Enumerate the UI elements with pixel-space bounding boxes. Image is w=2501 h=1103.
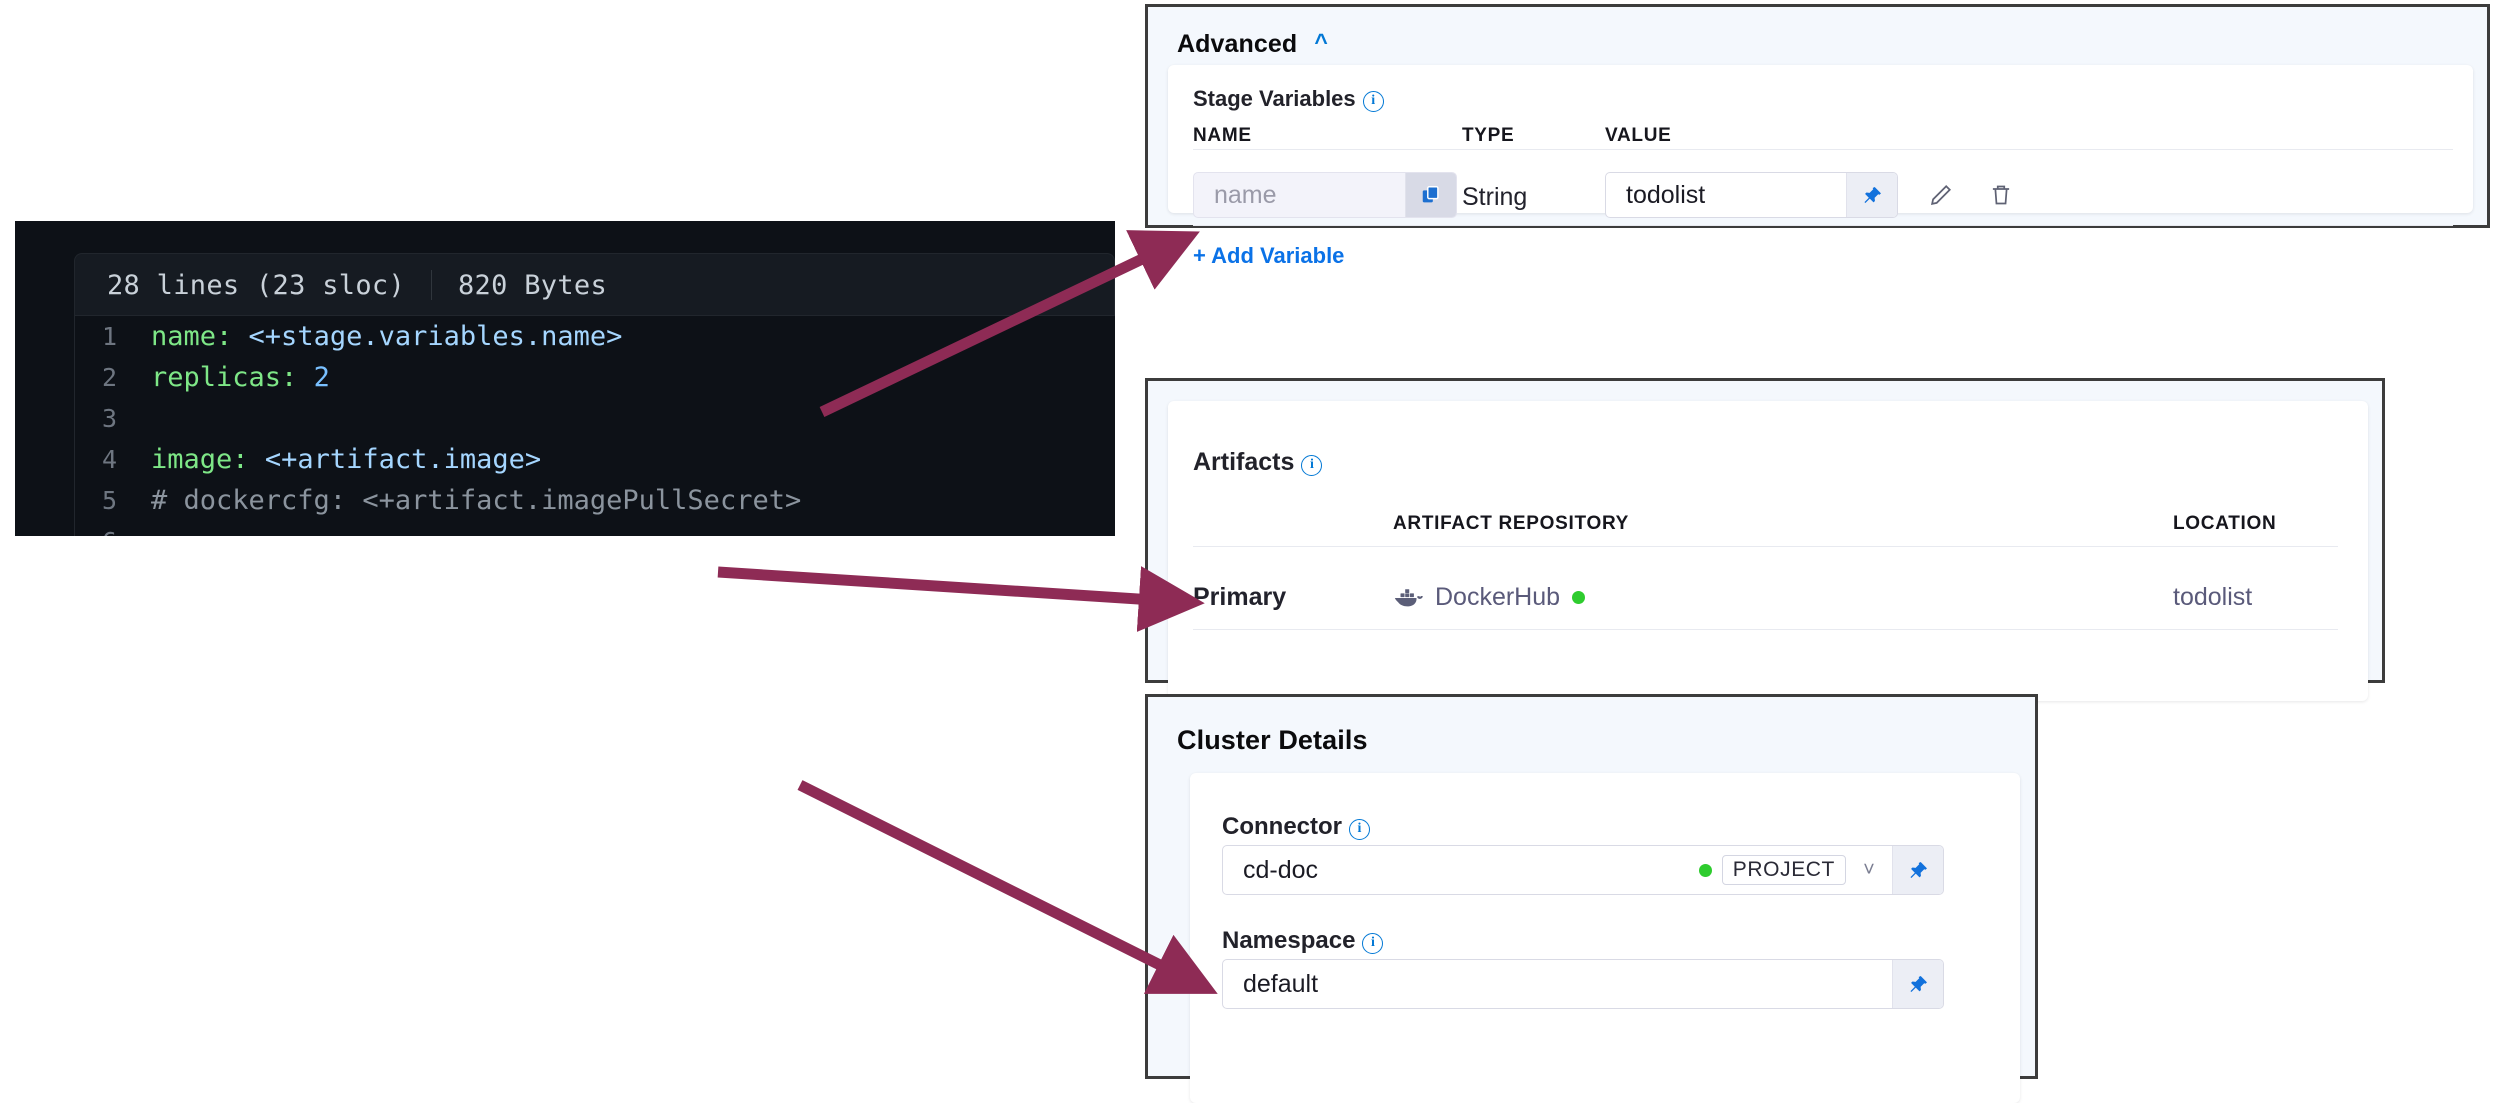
code-line-text: name: <+stage.variables.name> <box>151 321 623 352</box>
info-icon[interactable]: i <box>1362 933 1384 954</box>
code-line-number: 3 <box>101 404 117 433</box>
code-lines: 1 name: <+stage.variables.name> 2 replicas:… <box>74 315 1115 536</box>
code-line-number: 2 <box>101 363 117 392</box>
code-line-number: 6 <box>75 521 151 536</box>
code-line: 5 # dockercfg: <+artifact.imagePullSecret… <box>75 480 1115 521</box>
code-line-text: # dockercfg: <+artifact.imagePullSecret> <box>151 485 802 516</box>
artifact-repository-name: DockerHub <box>1435 583 1561 611</box>
arrow-namespace-to-cluster-namespace <box>797 780 1218 994</box>
column-header-artifact-repository: ARTIFACT REPOSITORY <box>1393 513 1630 534</box>
status-dot <box>1572 591 1586 604</box>
add-variable-link[interactable]: + Add Variable <box>1193 243 1345 268</box>
code-line-number: 1 <box>101 322 117 351</box>
cluster-details-title: Cluster Details <box>1177 725 1368 755</box>
delete-icon[interactable] <box>1978 172 2024 218</box>
code-line-text: replicas: 2 <box>151 362 330 393</box>
chevron-down-icon[interactable]: ˅ <box>1863 858 1875 881</box>
chevron-up-icon[interactable]: ^ <box>1314 29 1328 55</box>
meta-divider <box>431 270 432 300</box>
stage-variable-value-text: todolist <box>1626 180 1706 209</box>
pin-icon[interactable] <box>1892 846 1943 894</box>
artifact-location: todolist <box>2173 583 2253 611</box>
info-icon[interactable]: i <box>1362 91 1384 112</box>
arrow-image-to-artifacts <box>717 566 1205 632</box>
code-lines-count: 28 lines (23 sloc) <box>107 269 405 301</box>
docker-whale-icon <box>1393 586 1423 610</box>
code-line: 4 image: <+artifact.image> <box>75 439 1115 480</box>
artifacts-row-divider <box>1193 629 2338 630</box>
stage-variable-type: String <box>1462 183 1528 211</box>
code-size: 820 Bytes <box>458 269 607 301</box>
pin-icon[interactable] <box>1892 960 1943 1008</box>
column-header-value: VALUE <box>1605 125 1672 146</box>
artifacts-header-divider <box>1193 546 2338 547</box>
artifact-kind: Primary <box>1193 583 1287 611</box>
cluster-connector-field[interactable]: cd-doc PROJECT ˅ <box>1222 845 1944 895</box>
stage-variable-name-field[interactable]: name <box>1193 172 1457 218</box>
stage-variable-value-field[interactable]: todolist <box>1605 172 1898 218</box>
code-line-number: 4 <box>101 445 117 474</box>
connector-value: cd-doc <box>1243 855 1319 884</box>
code-viewer: 28 lines (23 sloc) 820 Bytes 1 name: <+st… <box>15 221 1115 536</box>
code-viewer-header: 28 lines (23 sloc) 820 Bytes <box>74 253 1115 316</box>
code-line: 3 <box>75 398 1115 439</box>
code-line-text: image: <+artifact.image> <box>151 444 542 475</box>
column-header-name: NAME <box>1193 125 1252 146</box>
code-meta: 28 lines (23 sloc) 820 Bytes <box>75 270 607 301</box>
header-divider <box>1193 149 2453 150</box>
code-line-number: 5 <box>101 486 117 515</box>
namespace-value: default <box>1243 969 1319 998</box>
stage-variable-name-text: name <box>1214 180 1277 209</box>
code-line: 1 name: <+stage.variables.name> <box>75 316 1115 357</box>
column-header-type: TYPE <box>1462 125 1515 146</box>
code-line: 6 <box>75 521 1115 536</box>
connector-status-dot <box>1698 863 1712 877</box>
info-icon[interactable]: i <box>1349 819 1370 840</box>
edit-icon[interactable] <box>1918 172 1964 218</box>
row-divider <box>1193 225 2453 226</box>
column-header-location: LOCATION <box>2173 513 2277 534</box>
cluster-namespace-field[interactable]: default <box>1222 959 1944 1009</box>
advanced-panel-title: Advanced ^ <box>1177 29 1328 58</box>
connector-scope-tag[interactable]: PROJECT <box>1721 855 1846 885</box>
artifact-repository-cell: DockerHub <box>1393 583 1586 612</box>
copy-icon[interactable] <box>1405 173 1456 217</box>
pin-icon[interactable] <box>1846 173 1897 217</box>
info-icon[interactable]: i <box>1301 455 1323 476</box>
code-line: 2 replicas: 2 <box>75 357 1115 398</box>
